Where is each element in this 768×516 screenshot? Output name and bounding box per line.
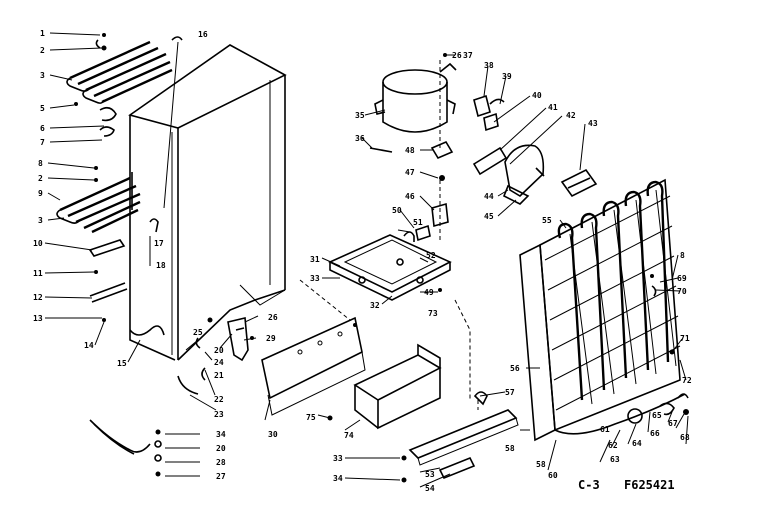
callout-70: 70 (677, 287, 687, 296)
callout-16: 16 (198, 30, 208, 39)
callout-41: 41 (548, 103, 558, 112)
callout-26: 26 (268, 313, 278, 322)
callout-9: 9 (38, 189, 43, 198)
callout-10: 10 (33, 239, 43, 248)
callout-8: 8 (38, 159, 43, 168)
callout-62: 62 (608, 441, 618, 450)
callout-43: 43 (588, 119, 598, 128)
callout-33: 33 (310, 274, 320, 283)
callout-11: 11 (33, 269, 43, 278)
callout-6: 6 (40, 124, 45, 133)
callout-5: 5 (40, 104, 45, 113)
callout-51: 51 (413, 218, 423, 227)
callout-67: 67 (668, 419, 678, 428)
callout-23: 23 (214, 410, 224, 419)
callout-73: 73 (428, 309, 438, 318)
callout-66: 66 (650, 429, 660, 438)
callout-54: 54 (425, 484, 435, 493)
callout-65: 65 (652, 411, 662, 420)
figure-number: F625421 (624, 478, 675, 492)
callout-57: 57 (505, 388, 515, 397)
callout-59: 58 (536, 460, 546, 469)
callout-56: 56 (510, 364, 520, 373)
callout-38: 38 (484, 61, 494, 70)
callout-20: 20 (214, 346, 224, 355)
callout-48: 48 (405, 146, 415, 155)
drain-tray (401, 391, 519, 483)
callout-25: 25 (193, 328, 203, 337)
callout-60: 60 (548, 471, 558, 480)
callout-17: 17 (154, 239, 164, 248)
callout-14: 14 (84, 341, 94, 350)
callout-72: 72 (682, 376, 692, 385)
compressor-mount (328, 202, 452, 301)
callout-74: 74 (344, 431, 354, 440)
callout-2: 2 (40, 46, 45, 55)
section-code: C-3 (578, 478, 600, 492)
callout-40: 40 (532, 91, 542, 100)
callout-61: 61 (600, 425, 610, 434)
callout-33b: 33 (333, 454, 343, 463)
callout-53: 53 (425, 470, 435, 479)
callout-39: 39 (502, 72, 512, 81)
relay-overload-parts (430, 94, 598, 205)
lower-evaporator-coil (56, 166, 159, 322)
compartment-cover (261, 316, 366, 416)
callout-2b: 2 (38, 174, 43, 183)
callout-46: 46 (405, 192, 415, 201)
callout-75: 75 (306, 413, 316, 422)
callout-3b: 3 (38, 216, 43, 225)
condenser-coil (519, 178, 689, 442)
callout-42: 42 (566, 111, 576, 120)
callout-8b: 8 (680, 251, 685, 260)
callout-27: 27 (216, 472, 226, 481)
cabinet (128, 44, 287, 361)
figure-id: C-3 F625421 (578, 478, 675, 492)
callout-28: 28 (216, 458, 226, 467)
drain-parts (89, 317, 213, 477)
leader-lines (44, 32, 689, 488)
callout-44: 44 (484, 192, 494, 201)
callout-47: 47 (405, 168, 415, 177)
callout-labels: 1 2 3 5 6 7 8 2 9 3 10 11 12 13 14 15 16… (33, 29, 692, 493)
callout-26b: 26 (452, 51, 462, 60)
callout-58: 58 (505, 444, 515, 453)
callout-29: 29 (266, 334, 276, 343)
callout-3: 3 (40, 71, 45, 80)
callout-35: 35 (355, 111, 365, 120)
callout-63: 63 (610, 455, 620, 464)
electrical-box (327, 343, 442, 430)
callout-52: 52 (426, 251, 436, 260)
callout-45: 45 (484, 212, 494, 221)
callout-36: 36 (355, 134, 365, 143)
callout-31: 31 (310, 255, 320, 264)
callout-12: 12 (33, 293, 43, 302)
callout-55: 55 (542, 216, 552, 225)
callout-50: 50 (392, 206, 402, 215)
callout-20b: 20 (216, 444, 226, 453)
callout-49: 49 (424, 288, 434, 297)
callout-24: 24 (214, 358, 224, 367)
callout-34b: 34 (333, 474, 343, 483)
callout-13: 13 (33, 314, 43, 323)
callout-1: 1 (40, 29, 45, 38)
callout-69: 69 (677, 274, 687, 283)
callout-18: 18 (156, 261, 166, 270)
callout-71: 71 (680, 334, 690, 343)
callout-68: 68 (680, 433, 690, 442)
callout-22: 22 (214, 395, 224, 404)
callout-7: 7 (40, 138, 45, 147)
callout-21: 21 (214, 371, 224, 380)
callout-15: 15 (117, 359, 127, 368)
compressor (369, 53, 457, 153)
assembly-lines (299, 60, 479, 410)
callout-30: 30 (268, 430, 278, 439)
callout-64: 64 (632, 439, 642, 448)
callout-34: 34 (216, 430, 226, 439)
callout-37: 37 (463, 51, 473, 60)
upper-evaporator-coil (66, 33, 183, 137)
callout-32: 32 (370, 301, 380, 310)
